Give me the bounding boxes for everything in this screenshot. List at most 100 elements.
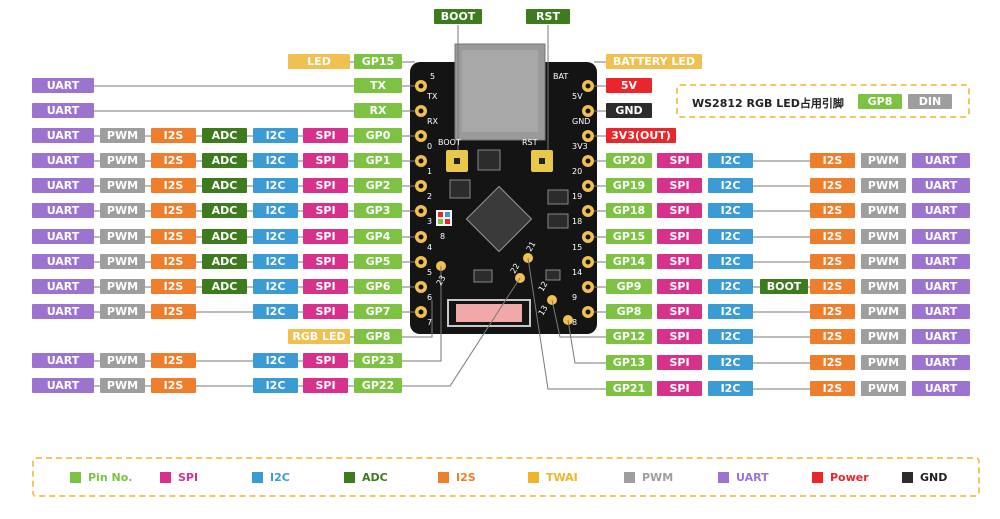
pin-hole: [585, 183, 591, 189]
right-pad-label: GND: [572, 117, 591, 126]
pin-hole: [418, 83, 424, 89]
left-func-spi: SPI: [303, 153, 348, 168]
right-func-i2c: I2C: [708, 153, 753, 168]
board-inner-label: RST: [522, 138, 538, 147]
left-func-led: LED: [288, 54, 350, 69]
right-func-i2s: I2S: [810, 229, 855, 244]
top-label-boot: BOOT: [434, 9, 482, 24]
rgb-led-segment: [438, 212, 443, 217]
right-func-i2c: I2C: [708, 355, 753, 370]
left-func-adc: ADC: [202, 254, 247, 269]
smd-component: [477, 149, 501, 171]
legend-label: ADC: [362, 471, 388, 484]
legend-swatch: [718, 472, 729, 483]
left-func-pwm: PWM: [100, 304, 145, 319]
right-func-uart: UART: [912, 279, 970, 294]
right-func-spi: SPI: [657, 203, 702, 218]
left-func-pwm: PWM: [100, 178, 145, 193]
right-power-3v3-out-: 3V3(OUT): [606, 128, 676, 143]
left-func-adc: ADC: [202, 178, 247, 193]
legend-label: Power: [830, 471, 869, 484]
right-pin-gp19: GP19: [606, 178, 652, 193]
left-func-i2s: I2S: [151, 254, 196, 269]
pin-hole: [418, 133, 424, 139]
rgb-led-segment: [438, 219, 443, 224]
right-func-uart: UART: [912, 329, 970, 344]
right-pad-label: 3V3: [572, 142, 588, 151]
left-pin-gp4: GP4: [354, 229, 402, 244]
right-func-adc: BOOT: [760, 279, 808, 294]
right-func-uart: UART: [912, 178, 970, 193]
left-func-i2c: I2C: [253, 178, 298, 193]
right-func-i2s: I2S: [810, 355, 855, 370]
antenna: [456, 304, 522, 322]
legend-swatch: [160, 472, 171, 483]
pin-hole: [585, 284, 591, 290]
right-pad-label: 18: [572, 217, 583, 226]
pin-hole: [418, 108, 424, 114]
pin-hole: [585, 234, 591, 240]
right-func-i2c: I2C: [708, 203, 753, 218]
left-pad-label: RX: [427, 117, 439, 126]
right-pin-gp18: GP18: [606, 203, 652, 218]
left-func-i2c: I2C: [253, 378, 298, 393]
left-pin-tx: TX: [354, 78, 402, 93]
gp23-leader: [402, 266, 442, 362]
right-func-i2c: I2C: [708, 178, 753, 193]
left-func-uart: UART: [32, 128, 94, 143]
left-func-i2s: I2S: [151, 353, 196, 368]
left-pad-label: 5: [430, 72, 436, 81]
smd-component: [545, 269, 561, 281]
left-func-uart: UART: [32, 254, 94, 269]
left-pad-label: 5: [427, 268, 433, 277]
legend-swatch: [624, 472, 635, 483]
left-pin-gp22: GP22: [354, 378, 402, 393]
left-func-adc: ADC: [202, 203, 247, 218]
right-pin-gp9: GP9: [606, 279, 652, 294]
left-func-uart: UART: [32, 353, 94, 368]
right-func-uart: UART: [912, 355, 970, 370]
left-pin-gp8: GP8: [354, 329, 402, 344]
legend-swatch: [528, 472, 539, 483]
button-cap: [454, 158, 460, 164]
left-func-pwm: PWM: [100, 128, 145, 143]
right-func-spi: SPI: [657, 381, 702, 396]
left-pad-label: 3: [427, 217, 433, 226]
right-power-5v: 5V: [606, 78, 652, 93]
left-func-i2s: I2S: [151, 203, 196, 218]
right-func-uart: UART: [912, 381, 970, 396]
right-pad-label: 14: [572, 268, 583, 277]
esp32-chip: [465, 185, 533, 253]
left-pin-gp2: GP2: [354, 178, 402, 193]
left-func-uart: UART: [32, 279, 94, 294]
left-pin-gp7: GP7: [354, 304, 402, 319]
right-func-i2s: I2S: [810, 381, 855, 396]
right-func-i2s: I2S: [810, 279, 855, 294]
right-func-pwm: PWM: [861, 355, 906, 370]
left-func-i2s: I2S: [151, 153, 196, 168]
right-pad-label: 19: [572, 192, 583, 201]
ws2812-info-box: WS2812 RGB LED占用引脚 GP8 DIN: [676, 84, 970, 118]
left-func-adc: ADC: [202, 229, 247, 244]
left-func-i2c: I2C: [253, 153, 298, 168]
left-func-i2c: I2C: [253, 353, 298, 368]
legend-swatch: [252, 472, 263, 483]
right-func-pwm: PWM: [861, 229, 906, 244]
right-func-i2s: I2S: [810, 203, 855, 218]
smd-component: [547, 213, 569, 229]
left-func-spi: SPI: [303, 178, 348, 193]
right-func-uart: UART: [912, 304, 970, 319]
right-func-i2c: I2C: [708, 381, 753, 396]
left-pad-label: 6: [427, 293, 433, 302]
pin-hole: [585, 208, 591, 214]
left-func-uart: UART: [32, 178, 94, 193]
left-func-i2c: I2C: [253, 304, 298, 319]
pin-hole: [585, 259, 591, 265]
left-func-adc: ADC: [202, 128, 247, 143]
left-func-i2s: I2S: [151, 229, 196, 244]
right-func-pwm: PWM: [861, 279, 906, 294]
left-pad-label: TX: [427, 92, 438, 101]
right-power-gnd: GND: [606, 103, 652, 118]
ws2812-info-text: WS2812 RGB LED占用引脚: [692, 97, 844, 110]
pin-hole: [418, 284, 424, 290]
